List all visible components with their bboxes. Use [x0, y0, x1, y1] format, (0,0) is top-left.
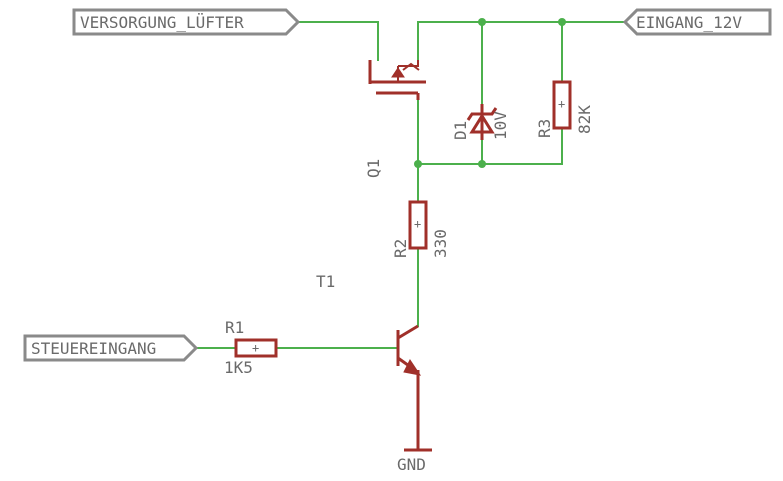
r1-value-label: 1K5 [224, 358, 253, 377]
transistor-t1-symbol: T1 [316, 272, 422, 450]
q1-name-label: Q1 [364, 159, 383, 178]
diode-d1-symbol: D1 10V [451, 104, 510, 140]
junction-q1-gate [414, 160, 422, 168]
r3-plus-mark: + [558, 97, 565, 111]
mosfet-q1-symbol: Q1 [364, 60, 426, 178]
port-versorgung-luefter-label: VERSORGUNG_LÜFTER [80, 13, 244, 32]
port-versorgung-luefter: VERSORGUNG_LÜFTER [72, 8, 301, 36]
wire-r3-to-bottom-rail [417, 127, 563, 165]
port-steuereingang: STEUEREINGANG [23, 334, 199, 362]
resistor-r3-symbol: + R3 82K [535, 80, 594, 138]
junction-d1-top [478, 18, 486, 26]
d1-name-label: D1 [451, 121, 470, 140]
ground-symbol: GND [397, 448, 432, 474]
port-steuereingang-label: STEUEREINGANG [31, 339, 156, 358]
d1-value-label: 10V [491, 111, 510, 140]
t1-name-label: T1 [316, 272, 335, 291]
r3-value-label: 82K [575, 105, 594, 134]
r3-name-label: R3 [535, 119, 554, 138]
r2-plus-mark: + [414, 217, 421, 231]
resistor-r1-symbol: + R1 1K5 [224, 318, 278, 377]
gnd-label: GND [397, 455, 426, 474]
junction-d1-bottom [478, 160, 486, 168]
r2-name-label: R2 [391, 239, 410, 258]
r1-plus-mark: + [252, 341, 259, 355]
junction-r3-top [558, 18, 566, 26]
wire-versorgung-to-q1 [297, 21, 379, 61]
wires [195, 18, 626, 349]
resistor-r2-symbol: + R2 330 [391, 200, 450, 258]
r2-value-label: 330 [431, 229, 450, 258]
r1-name-label: R1 [225, 318, 244, 337]
port-eingang-12v: EINGANG_12V [622, 8, 772, 36]
port-eingang-12v-label: EINGANG_12V [636, 13, 742, 32]
